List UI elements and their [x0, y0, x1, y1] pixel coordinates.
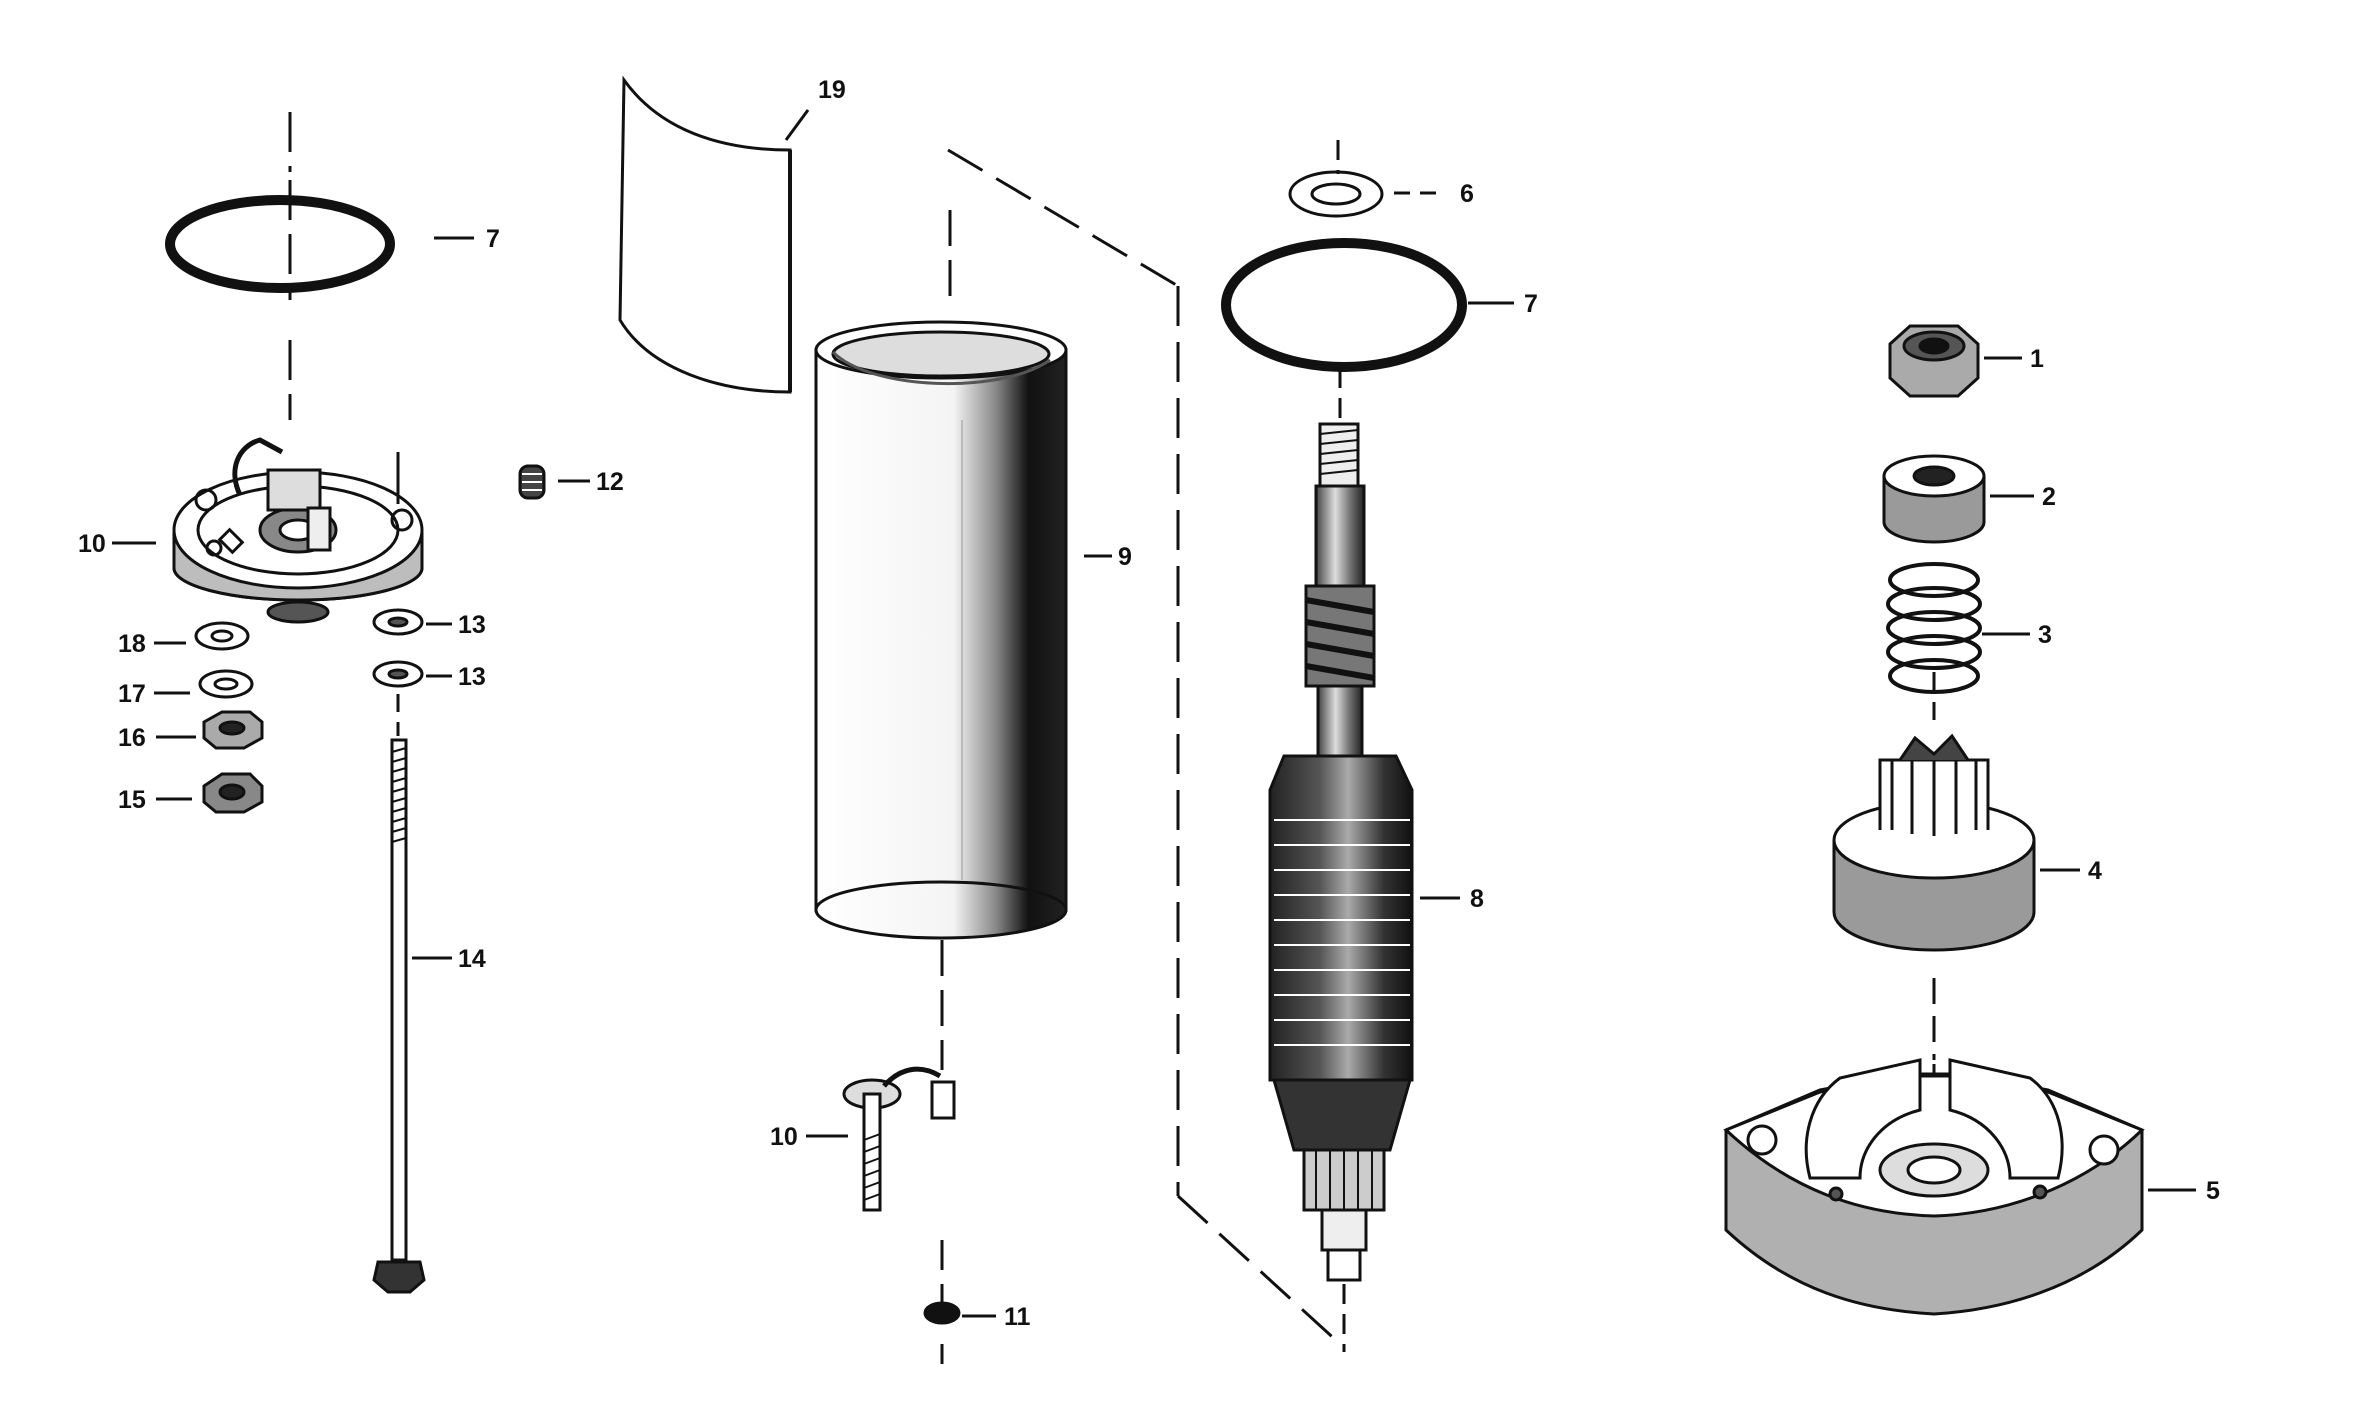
callout-19: 19: [818, 76, 846, 104]
hex-nut-15: [202, 772, 264, 814]
callout-16: 16: [118, 724, 146, 752]
washer-13-lower: [372, 660, 424, 688]
callout-6: 6: [1460, 180, 1474, 208]
o-ring-right: [1221, 238, 1467, 372]
callout-18: 18: [118, 630, 146, 658]
washer-17: [198, 669, 254, 699]
callout-labels: 7 19 10 12 9 18 13 17 13 16 15 14 10 11 …: [78, 76, 2220, 1331]
o-ring-left: [165, 195, 395, 293]
callout-13-lower: 13: [458, 663, 486, 691]
callout-17: 17: [118, 680, 146, 708]
armature-8: [1268, 422, 1414, 1282]
callout-7-right: 7: [1524, 290, 1538, 318]
frame-to-armature-guide: [947, 148, 1342, 1346]
callout-12: 12: [596, 468, 624, 496]
callout-5: 5: [2206, 1177, 2220, 1205]
drive-housing-5: [1723, 1058, 2145, 1316]
terminal-screw-10: [842, 1066, 956, 1212]
callout-10-cap: 10: [78, 530, 106, 558]
callout-13-upper: 13: [458, 611, 486, 639]
callout-9: 9: [1118, 543, 1132, 571]
callout-10-screw: 10: [770, 1123, 798, 1151]
plug-11: [923, 1301, 961, 1325]
pinion-4: [1832, 733, 2036, 952]
field-frame-9: [814, 320, 1068, 940]
hex-nut-16: [202, 710, 264, 750]
washer-18: [194, 621, 250, 651]
callout-15: 15: [118, 786, 146, 814]
callout-2: 2: [2042, 483, 2056, 511]
callout-11: 11: [1004, 1303, 1031, 1331]
through-bolt-14: [372, 738, 426, 1294]
callout-1: 1: [2030, 345, 2044, 373]
brush-12: [518, 464, 546, 500]
callout-4: 4: [2088, 857, 2102, 885]
washer-6: [1288, 170, 1384, 218]
callout-8: 8: [1470, 885, 1484, 913]
callout-7-left: 7: [486, 225, 500, 253]
insulating-sheet-19: [618, 75, 792, 394]
nut-1: [1888, 324, 1980, 398]
callout-3: 3: [2038, 621, 2052, 649]
washer-13-upper: [372, 608, 424, 636]
brush-end-cap: [172, 437, 424, 624]
leader-lines: [112, 109, 2196, 1318]
spring-3: [1886, 562, 1982, 694]
collar-2: [1882, 454, 1986, 544]
callout-14: 14: [458, 945, 486, 973]
